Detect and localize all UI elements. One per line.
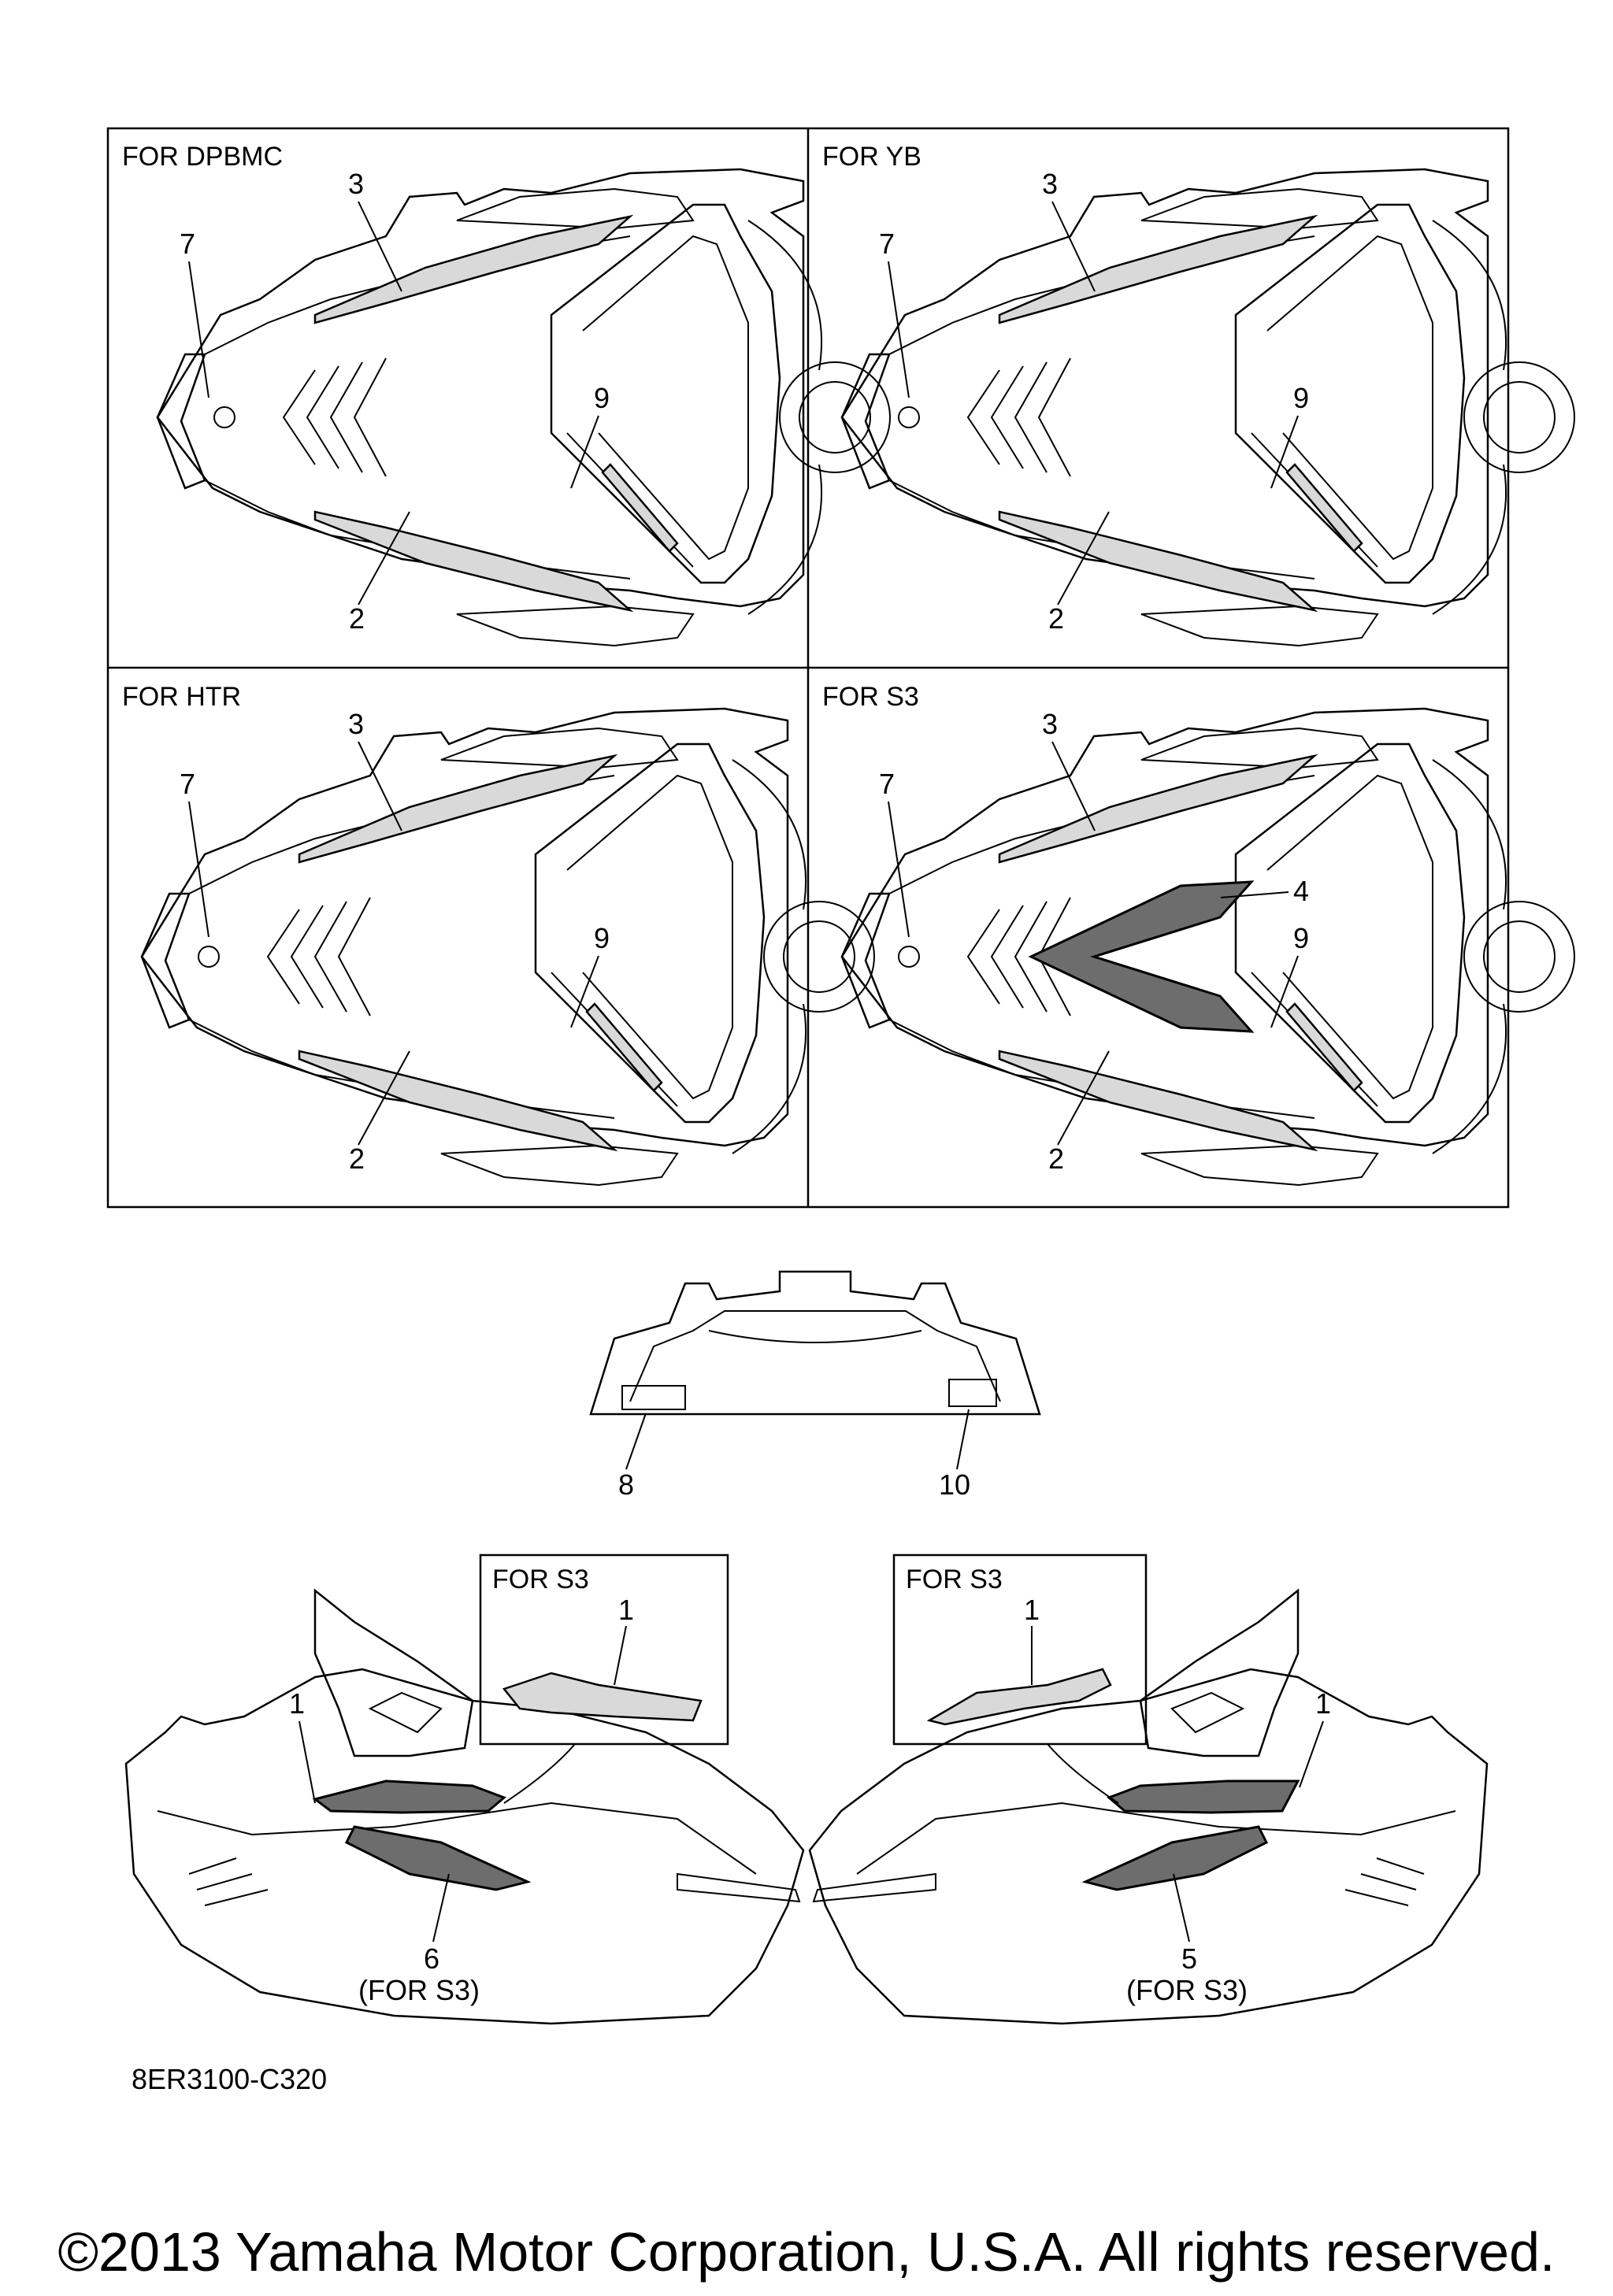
callout-9: 9 <box>1293 382 1309 414</box>
callout-7: 7 <box>180 228 195 260</box>
panel-caption: FOR DPBMC <box>122 142 283 172</box>
rear-view: 8 10 <box>589 1270 1041 1501</box>
callout-9: 9 <box>594 922 610 954</box>
inset-callout-1: 1 <box>618 1594 634 1626</box>
callout-4: 4 <box>1293 875 1309 907</box>
callout-8: 8 <box>618 1468 634 1501</box>
callout-2: 2 <box>349 1142 365 1175</box>
document-id: 8ER3100-C320 <box>132 2063 328 2095</box>
right-side-view: 1 5 (FOR S3) FOR S3 1 <box>808 1554 1489 2025</box>
callout-10: 10 <box>939 1468 970 1501</box>
inset-left <box>479 1554 729 1746</box>
callout-5-note: (FOR S3) <box>1126 1974 1248 2006</box>
panel-dpbmc: FOR DPBMC 3 7 9 2 <box>122 142 892 647</box>
callout-6: 6 <box>424 1942 439 1975</box>
panel-caption: FOR HTR <box>122 682 241 712</box>
callout-1-left: 1 <box>289 1687 305 1720</box>
decal-8 <box>621 1385 686 1410</box>
panel-caption: FOR YB <box>822 142 921 172</box>
inset-caption: FOR S3 <box>906 1565 1003 1594</box>
decal-10 <box>948 1379 997 1407</box>
inset-caption: FOR S3 <box>492 1565 589 1594</box>
callout-7: 7 <box>879 228 895 260</box>
copyright-notice: ©2013 Yamaha Motor Corporation, U.S.A. A… <box>57 2221 1556 2283</box>
callout-3: 3 <box>1042 168 1058 200</box>
callout-1-right: 1 <box>1315 1687 1331 1720</box>
callout-9: 9 <box>594 382 610 414</box>
left-side-view: 1 6 (FOR S3) FOR S3 1 <box>124 1554 805 2025</box>
callout-2: 2 <box>349 602 365 635</box>
callout-2: 2 <box>1048 602 1064 635</box>
callout-6-note: (FOR S3) <box>358 1974 480 2006</box>
panel-htr: FOR HTR 3 7 9 2 <box>122 682 876 1187</box>
callout-9: 9 <box>1293 922 1309 954</box>
callout-5: 5 <box>1181 1942 1197 1975</box>
inset-callout-1: 1 <box>1024 1594 1040 1626</box>
callout-3: 3 <box>1042 708 1058 740</box>
callout-7: 7 <box>879 768 895 800</box>
callout-3: 3 <box>348 708 364 740</box>
panel-caption: FOR S3 <box>822 682 919 712</box>
callout-2: 2 <box>1048 1142 1064 1175</box>
inset-right <box>892 1554 1148 1746</box>
callout-3: 3 <box>348 168 364 200</box>
panel-yb: FOR YB 3 7 9 2 <box>822 142 1576 647</box>
panel-s3: FOR S3 3 7 4 9 2 <box>822 682 1576 1187</box>
callout-7: 7 <box>180 768 195 800</box>
